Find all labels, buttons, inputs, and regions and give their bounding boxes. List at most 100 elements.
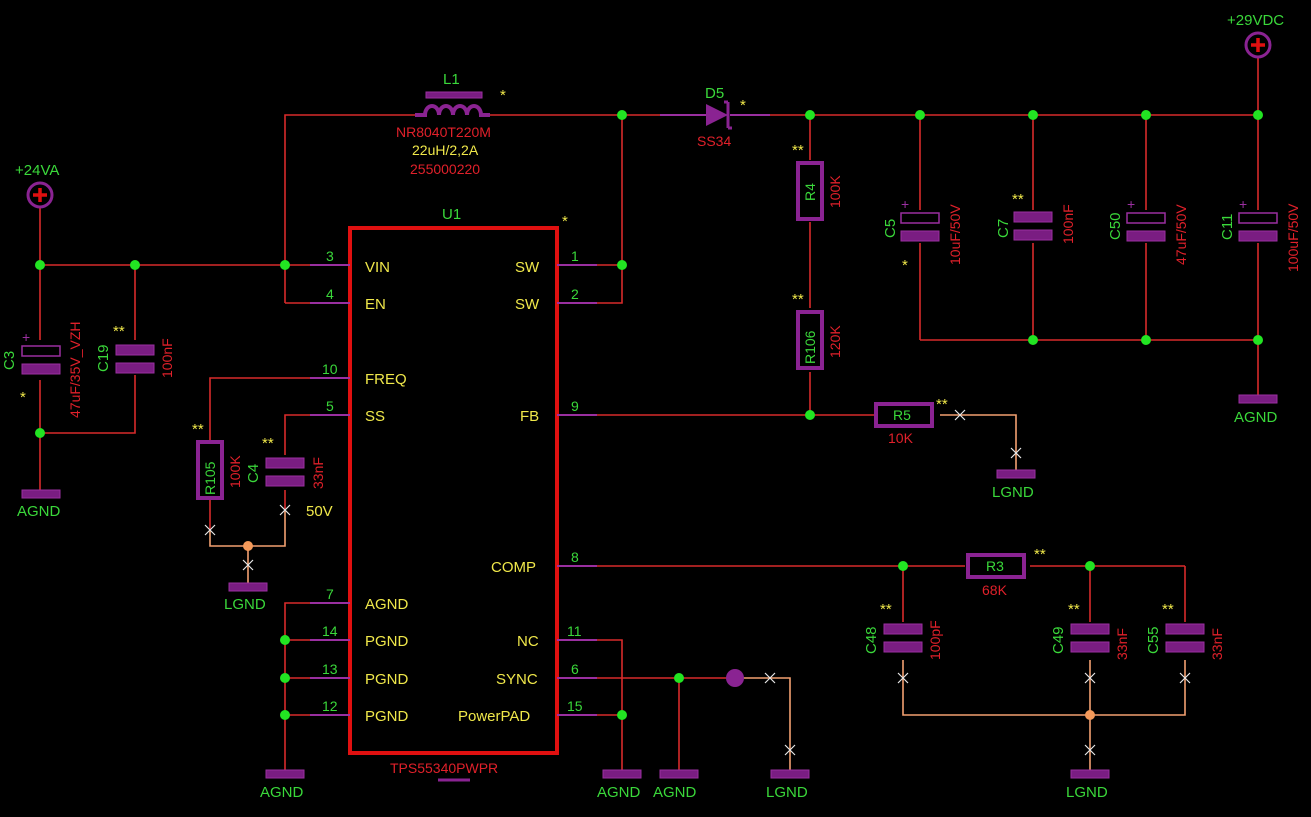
d5-part: SS34 (697, 133, 731, 149)
pin-name: SW (515, 259, 540, 276)
c4-ref: C4 (245, 464, 262, 483)
r106-ref: R106 (802, 330, 818, 364)
pin-num: 7 (326, 586, 334, 602)
plus-mark: + (22, 329, 30, 345)
power-in-label: +24VA (15, 162, 59, 179)
pin-name: PowerPAD (458, 708, 530, 725)
pin-num: 5 (326, 398, 334, 414)
c19-value: 100nF (159, 338, 175, 378)
ground-label: LGND (1066, 784, 1108, 801)
r4-ref: R4 (802, 183, 818, 201)
capacitor-c49[interactable]: C49 33nF ** (1050, 601, 1130, 660)
capacitor-c4[interactable]: C4 33nF ** 50V (245, 435, 333, 520)
pin-num: 11 (567, 623, 582, 639)
diode-d5[interactable]: D5 * SS34 (660, 85, 770, 149)
power-in-symbol[interactable]: +24VA (15, 162, 59, 209)
ground-agnd-3[interactable]: AGND (597, 769, 642, 801)
c55-mark: ** (1162, 601, 1174, 618)
pin-num: 6 (571, 661, 579, 677)
pin-num: 1 (571, 248, 579, 264)
c49-mark: ** (1068, 601, 1080, 618)
c49-ref: C49 (1050, 626, 1067, 654)
c4-value: 33nF (310, 457, 326, 489)
ground-lgnd-3[interactable]: LGND (992, 469, 1036, 501)
ground-label: LGND (224, 596, 266, 613)
resistor-r3[interactable]: R3 68K ** (966, 546, 1046, 598)
capacitor-c11[interactable]: + C11 100uF/50V (1219, 196, 1301, 272)
ic-part: TPS55340PWPR (390, 760, 498, 776)
c3-star: * (20, 389, 26, 406)
capacitor-c50[interactable]: + C50 47uF/50V (1107, 196, 1189, 265)
pin-name: PGND (365, 633, 409, 650)
ground-lgnd-2[interactable]: LGND (766, 769, 810, 801)
ground-agnd-1[interactable]: AGND (17, 489, 61, 520)
ground-label: LGND (766, 784, 808, 801)
sync-net-node (726, 669, 744, 687)
capacitor-c5[interactable]: + C5 10uF/50V * (882, 196, 963, 274)
ground-label: LGND (992, 484, 1034, 501)
c50-value: 47uF/50V (1173, 204, 1189, 265)
capacitor-c3[interactable]: + C3 47uF/35V_VZH * (1, 322, 83, 419)
c7-mark: ** (1012, 191, 1024, 208)
pin-num: 8 (571, 549, 579, 565)
resistor-r5[interactable]: R5 10K ** (874, 396, 948, 446)
l1-code: 255000220 (410, 161, 480, 177)
resistor-r4[interactable]: R4 100K ** (792, 142, 843, 221)
ic-u1[interactable]: U1 * TPS55340PWPR 3 VIN 4 EN 10 FREQ 5 S… (310, 206, 597, 782)
c11-ref: C11 (1219, 214, 1236, 240)
ground-agnd-5[interactable]: AGND (1234, 394, 1278, 426)
c5-value: 10uF/50V (947, 204, 963, 265)
pin-num: 9 (571, 398, 579, 414)
c19-mark: ** (113, 323, 125, 340)
ground-label: AGND (17, 503, 61, 520)
c11-value: 100uF/50V (1285, 203, 1301, 272)
c3-ref: C3 (1, 351, 18, 370)
ground-agnd-4[interactable]: AGND (653, 769, 699, 801)
c19-ref: C19 (95, 344, 112, 372)
c4-mark: ** (262, 435, 274, 452)
pin-num: 2 (571, 286, 579, 302)
pin-name: FB (520, 408, 539, 425)
inductor-l1[interactable]: L1 * NR8040T220M 22uH/2,2A 255000220 (396, 71, 506, 177)
r105-value: 100K (227, 455, 243, 488)
plus-mark: + (1127, 196, 1135, 212)
pin-name: SYNC (496, 671, 538, 688)
capacitor-c19[interactable]: C19 100nF ** (95, 323, 175, 378)
c48-mark: ** (880, 601, 892, 618)
pin-name: AGND (365, 596, 409, 613)
pin-num: 10 (322, 361, 338, 377)
pin-num: 14 (322, 623, 338, 639)
pin-num: 4 (326, 286, 334, 302)
r105-ref: R105 (202, 461, 218, 495)
pin-num: 13 (322, 661, 338, 677)
c5-ref: C5 (882, 219, 899, 238)
no-connect-marks (204, 409, 1191, 756)
r3-value: 68K (982, 582, 1008, 598)
c7-ref: C7 (995, 219, 1012, 238)
c4-voltage: 50V (306, 503, 333, 520)
pin-num: 15 (567, 698, 583, 714)
capacitor-c48[interactable]: C48 100pF ** (863, 601, 943, 660)
plus-mark: + (901, 196, 909, 212)
ic-ref: U1 (442, 206, 461, 223)
ground-label: AGND (653, 784, 697, 801)
c55-value: 33nF (1209, 628, 1225, 660)
pin-name: NC (517, 633, 539, 650)
ground-label: AGND (597, 784, 641, 801)
d5-ref: D5 (705, 85, 724, 102)
capacitor-c55[interactable]: C55 33nF ** (1145, 601, 1225, 660)
resistor-r106[interactable]: R106 120K ** (792, 291, 843, 370)
pin-name: VIN (365, 259, 390, 276)
ground-lgnd-4[interactable]: LGND (1066, 769, 1110, 801)
power-out-symbol[interactable]: +29VDC (1227, 12, 1284, 59)
c49-value: 33nF (1114, 628, 1130, 660)
c5-star: * (902, 257, 908, 274)
ic-pins-left: 3 VIN 4 EN 10 FREQ 5 SS 7 AGND 14 PGND 1… (310, 248, 409, 725)
ground-lgnd-1[interactable]: LGND (224, 582, 268, 613)
r4-mark: ** (792, 142, 804, 159)
capacitor-c7[interactable]: C7 100nF ** (995, 191, 1076, 244)
pin-name: EN (365, 296, 386, 313)
ground-agnd-2[interactable]: AGND (260, 769, 305, 801)
resistor-r105[interactable]: R105 100K ** (192, 421, 243, 500)
l1-part: NR8040T220M (396, 124, 491, 140)
